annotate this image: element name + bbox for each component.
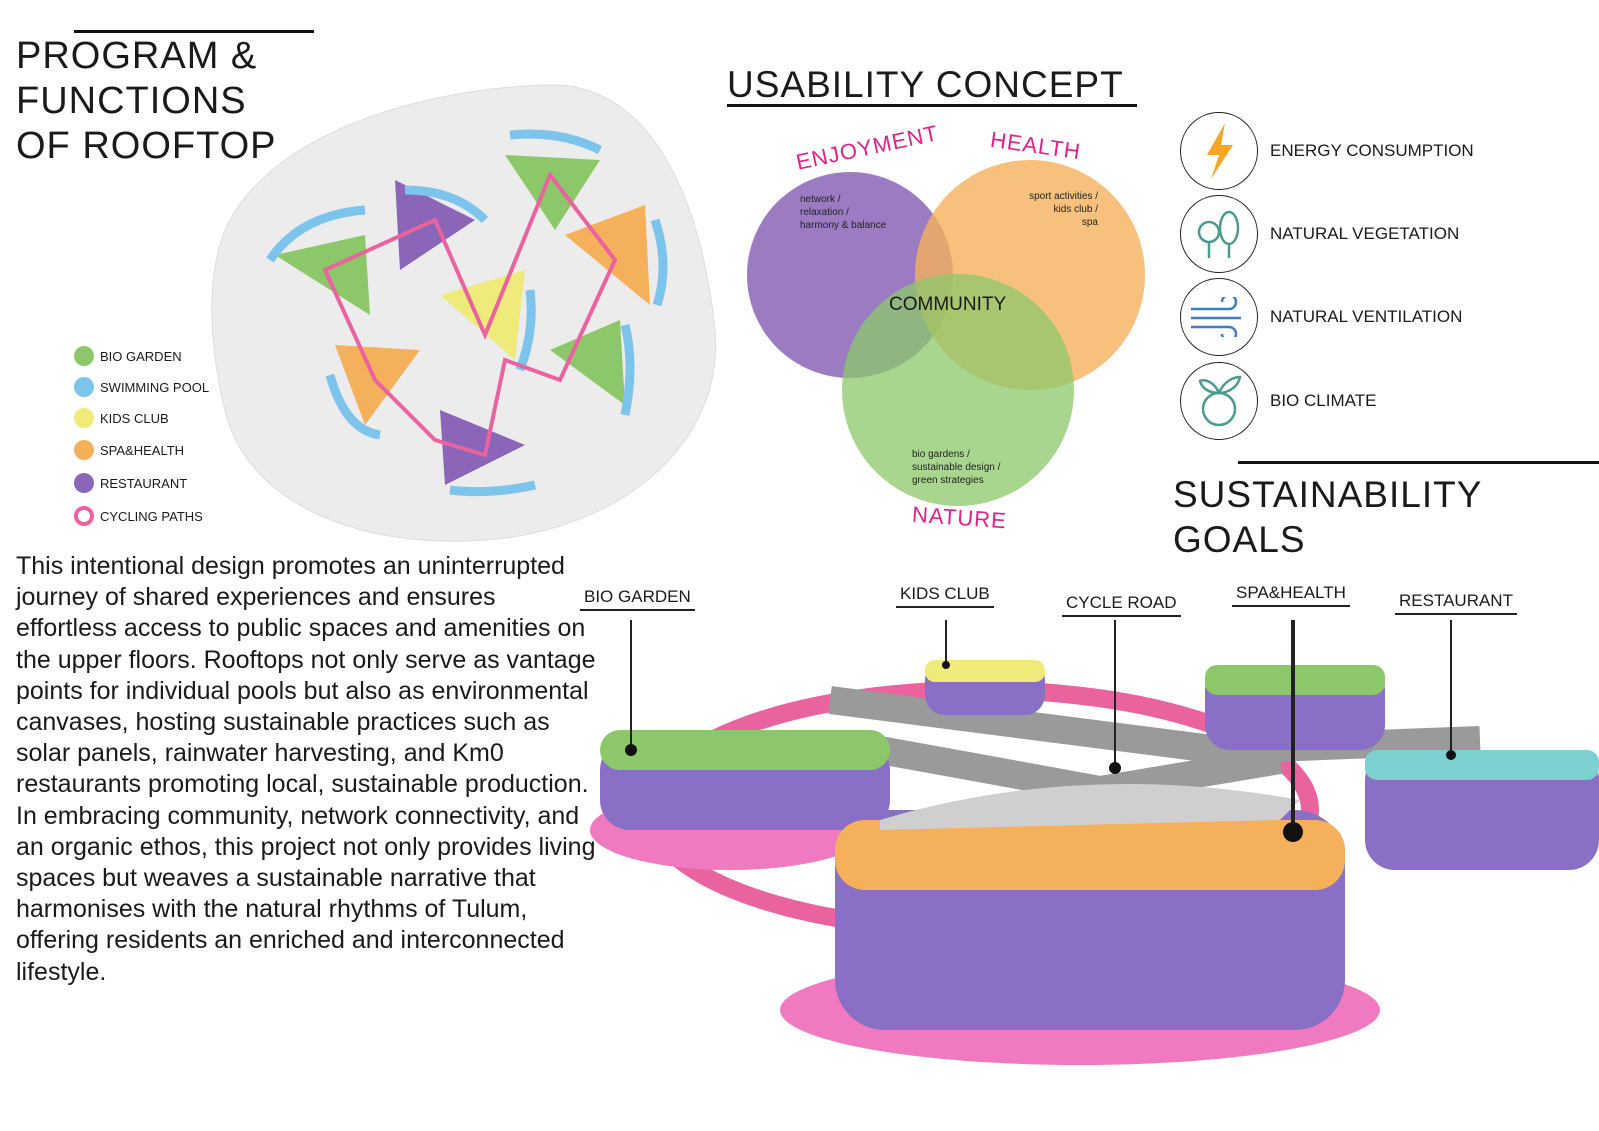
- usability-title: USABILITY CONCEPT: [727, 64, 1124, 105]
- enjoyment-text: network / relaxation / harmony & balance: [800, 193, 886, 232]
- goal-item: NATURAL VENTILATION: [1180, 278, 1462, 356]
- legend-label: CYCLING PATHS: [100, 508, 203, 524]
- title-line: PROGRAM &: [16, 35, 258, 77]
- callout-kids-club: KIDS CLUB: [896, 584, 994, 608]
- trees-icon: [1180, 195, 1258, 273]
- goal-label: NATURAL VEGETATION: [1270, 224, 1460, 243]
- legend-label: KIDS CLUB: [100, 410, 169, 426]
- kids-club-swatch: [74, 408, 94, 428]
- cycling-swatch: [74, 506, 94, 526]
- community-label: COMMUNITY: [889, 294, 1007, 315]
- nature-label: NATURE: [911, 501, 1008, 534]
- rooftop-render: [590, 620, 1599, 1065]
- callout-restaurant: RESTAURANT: [1395, 591, 1517, 615]
- wind-icon: [1180, 278, 1258, 356]
- goal-item: NATURAL VEGETATION: [1180, 195, 1459, 273]
- pool-swatch: [74, 377, 94, 397]
- callout-cycle-road: CYCLE ROAD: [1062, 593, 1181, 617]
- building-kids-club: [925, 660, 1045, 715]
- building-restaurant: [1365, 750, 1599, 870]
- venn-diagram: [747, 160, 1145, 506]
- legend-item: BIO GARDEN: [74, 346, 182, 366]
- legend-item: SPA&HEALTH: [74, 440, 184, 460]
- program-title: PROGRAM & FUNCTIONS OF ROOFTOP: [16, 34, 277, 169]
- legend-label: SWIMMING POOL: [100, 379, 210, 395]
- building-bio-garden: [590, 730, 890, 870]
- line: network /: [800, 194, 841, 205]
- title-line: FUNCTIONS: [16, 80, 247, 122]
- health-text: sport activities / kids club / spa: [1000, 190, 1098, 229]
- building-spa-main: [780, 784, 1380, 1065]
- goal-item: ENERGY CONSUMPTION: [1180, 112, 1474, 190]
- callout-spa-health: SPA&HEALTH: [1232, 583, 1350, 607]
- title-line: OF ROOFTOP: [16, 125, 277, 167]
- callout-lines: [630, 620, 1452, 832]
- legend-item: SWIMMING POOL: [74, 377, 209, 397]
- title-line: SUSTAINABILITY: [1173, 474, 1483, 515]
- bio-garden-swatch: [74, 346, 94, 366]
- line: harmony & balance: [800, 220, 887, 231]
- cycling-path: [322, 171, 618, 458]
- title-line: GOALS: [1173, 519, 1306, 560]
- line: sport activities /: [1029, 191, 1098, 202]
- goal-label: NATURAL VENTILATION: [1270, 307, 1463, 326]
- nature-text: bio gardens / sustainable design / green s…: [912, 448, 1000, 487]
- legend-label: RESTAURANT: [100, 475, 188, 491]
- pools: [266, 129, 668, 497]
- line: relaxation /: [800, 207, 849, 218]
- line: green strategies: [912, 475, 984, 486]
- pod-bio-garden: [275, 155, 625, 405]
- legend-label: SPA&HEALTH: [100, 442, 185, 458]
- description: This intentional design promotes an unin…: [16, 552, 596, 986]
- goal-label: BIO CLIMATE: [1270, 391, 1377, 410]
- line: spa: [1081, 217, 1098, 228]
- goal-item: BIO CLIMATE: [1180, 362, 1376, 440]
- goal-label: ENERGY CONSUMPTION: [1270, 141, 1474, 160]
- line: kids club /: [1053, 204, 1098, 215]
- legend-item: KIDS CLUB: [74, 408, 169, 428]
- restaurant-swatch: [74, 473, 94, 493]
- line: sustainable design /: [912, 462, 1001, 473]
- nature-circle: [842, 274, 1074, 506]
- rooftop-plan: [211, 84, 717, 542]
- earth-leaf-icon: [1180, 362, 1258, 440]
- legend-item: CYCLING PATHS: [74, 506, 203, 526]
- legend-label: BIO GARDEN: [100, 348, 182, 364]
- lightning-icon: [1180, 112, 1258, 190]
- line: bio gardens /: [912, 449, 970, 460]
- legend-item: RESTAURANT: [74, 473, 187, 493]
- spa-swatch: [74, 440, 94, 460]
- callout-bio-garden: BIO GARDEN: [580, 587, 695, 611]
